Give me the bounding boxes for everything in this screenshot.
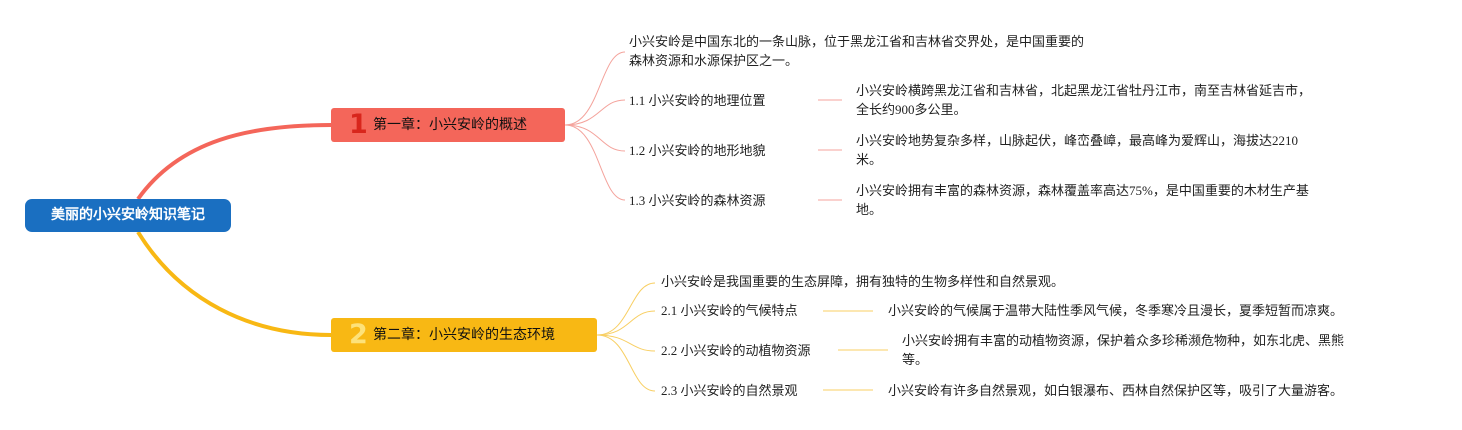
root-node[interactable]: 美丽的小兴安岭知识笔记 [25,199,231,232]
connector-line [596,334,656,352]
detail-text-line: 小兴安岭地势复杂多样，山脉起伏，峰峦叠嶂，最高峰为爱辉山，海拔达2210 [856,133,1299,148]
chapter1-node[interactable]: 1 第一章：小兴安岭的概述 [331,108,565,142]
detail-node-1-2[interactable]: 小兴安岭地势复杂多样，山脉起伏，峰峦叠嶂，最高峰为爱辉山，海拔达2210 米。 [856,131,1298,169]
detail-node-1-1[interactable]: 小兴安岭横跨黑龙江省和吉林省，北起黑龙江省牡丹江市，南至吉林省延吉市， 全长约9… [856,81,1311,119]
branch-line-chapter2 [136,230,332,337]
detail-text-line: 小兴安岭的气候属于温带大陆性季风气候，冬季寒冷且漫长，夏季短暂而凉爽。 [888,303,1344,318]
chapter1-intro-node[interactable]: 小兴安岭是中国东北的一条山脉，位于黑龙江省和吉林省交界处，是中国重要的 森林资源… [629,32,1084,70]
chapter-number-badge: 2 [349,319,368,350]
connector-line [564,51,626,126]
detail-text-line: 小兴安岭横跨黑龙江省和吉林省，北起黑龙江省牡丹江市，南至吉林省延吉市， [856,83,1312,98]
connector-line [564,124,626,152]
topic-node-1-3[interactable]: 1.3 小兴安岭的森林资源 [629,193,766,208]
detail-node-1-3[interactable]: 小兴安岭拥有丰富的森林资源，森林覆盖率高达75%，是中国重要的木材生产基 地。 [856,181,1309,219]
topic-node-1-1[interactable]: 1.1 小兴安岭的地理位置 [629,93,766,108]
connector-line [596,282,656,336]
detail-node-2-2[interactable]: 小兴安岭拥有丰富的动植物资源，保护着众多珍稀濒危物种，如东北虎、黑熊 等。 [902,331,1344,369]
detail-node-2-3[interactable]: 小兴安岭有许多自然景观，如白银瀑布、西林自然保护区等，吸引了大量游客。 [888,381,1343,400]
branch-line-chapter1 [136,123,332,201]
chapter2-node[interactable]: 2 第二章：小兴安岭的生态环境 [331,318,597,352]
topic-node-2-3[interactable]: 2.3 小兴安岭的自然景观 [661,383,798,398]
detail-text-line: 全长约900多公里。 [856,102,967,117]
chapter2-label: 第二章：小兴安岭的生态环境 [373,327,555,343]
detail-text-line: 地。 [856,202,883,217]
intro-text-line: 小兴安岭是中国东北的一条山脉，位于黑龙江省和吉林省交界处，是中国重要的 [629,34,1085,49]
detail-text-line: 米。 [856,152,883,167]
chapter-number-badge: 1 [349,109,368,140]
connector-line [596,334,656,392]
detail-text-line: 小兴安岭拥有丰富的动植物资源，保护着众多珍稀濒危物种，如东北虎、黑熊 [902,333,1345,348]
topic-node-2-1[interactable]: 2.1 小兴安岭的气候特点 [661,303,798,318]
chapter2-intro-node[interactable]: 小兴安岭是我国重要的生态屏障，拥有独特的生物多样性和自然景观。 [661,274,1065,289]
topic-node-2-2[interactable]: 2.2 小兴安岭的动植物资源 [661,343,811,358]
connector-line [564,99,626,126]
intro-text-line: 森林资源和水源保护区之一。 [629,53,799,68]
connector-line [596,310,656,336]
connector-line [564,124,626,201]
detail-text-line: 等。 [902,352,929,367]
detail-text-line: 小兴安岭拥有丰富的森林资源，森林覆盖率高达75%，是中国重要的木材生产基 [856,183,1309,198]
detail-node-2-1[interactable]: 小兴安岭的气候属于温带大陆性季风气候，冬季寒冷且漫长，夏季短暂而凉爽。 [888,301,1343,320]
detail-text-line: 小兴安岭有许多自然景观，如白银瀑布、西林自然保护区等，吸引了大量游客。 [888,383,1344,398]
chapter1-label: 第一章：小兴安岭的概述 [373,117,527,133]
topic-node-1-2[interactable]: 1.2 小兴安岭的地形地貌 [629,143,766,158]
